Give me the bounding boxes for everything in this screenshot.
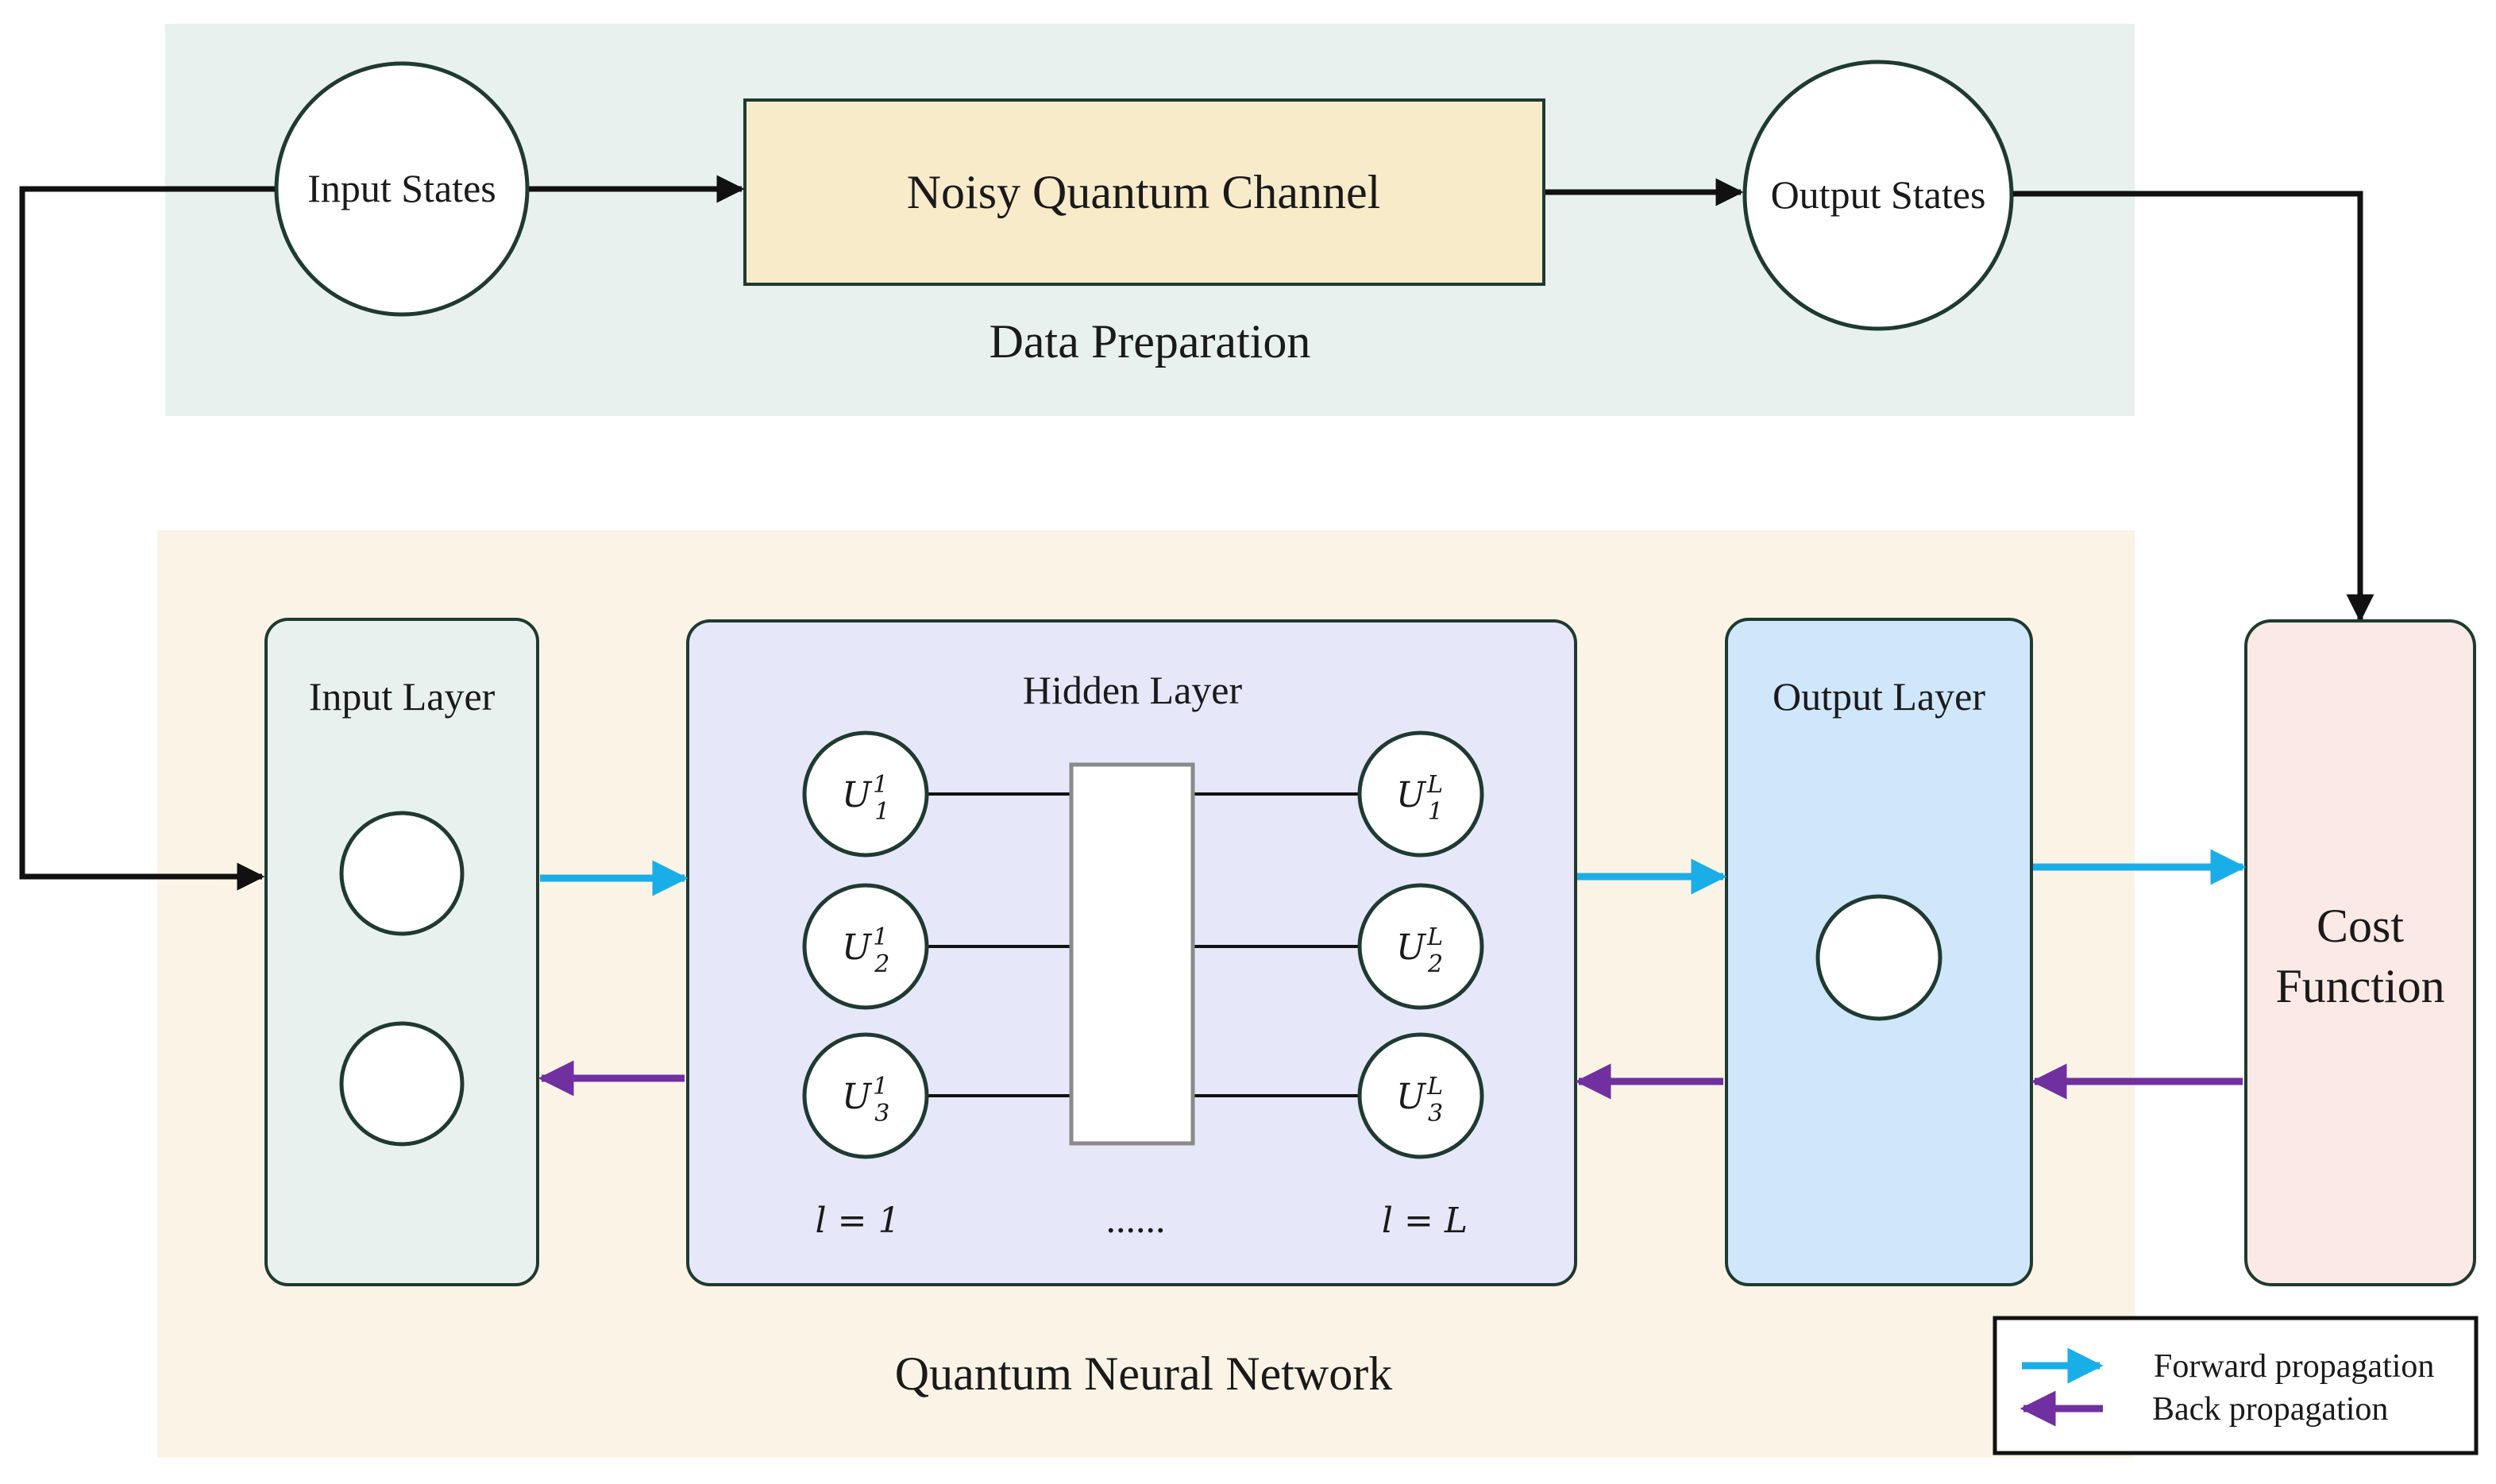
unitary-node — [1357, 883, 1484, 1010]
legend-back-label: Back propagation — [2152, 1391, 2388, 1428]
input-layer-box — [264, 618, 539, 1286]
cost-function-label-2: Function — [2275, 960, 2444, 1012]
layer-index-dots: ...... — [1106, 1197, 1166, 1241]
cost-function-box — [2244, 619, 2476, 1286]
unitary-node — [1357, 730, 1484, 858]
unitary-node — [802, 883, 929, 1010]
legend-box — [1993, 1316, 2479, 1455]
legend-forward-label: Forward propagation — [2154, 1348, 2434, 1385]
input-layer-title: Input Layer — [309, 674, 496, 719]
output-layer-title: Output Layer — [1773, 674, 1985, 719]
arrow-input-states-to-input-layer — [19, 186, 275, 891]
intermediate-layers-box — [1069, 762, 1195, 1146]
layer-index-last: l = L — [1382, 1201, 1468, 1241]
input-layer-neuron — [339, 1021, 465, 1147]
unitary-node — [1357, 1032, 1484, 1159]
cost-function-label-1: Cost — [2317, 900, 2404, 952]
output-states-node — [1742, 60, 2014, 331]
output-states-label: Output States — [1771, 172, 1986, 217]
qnn-title: Quantum Neural Network — [895, 1347, 1392, 1400]
input-layer-neuron — [339, 811, 465, 936]
output-layer-neuron — [1815, 894, 1942, 1021]
noisy-channel-label: Noisy Quantum Channel — [907, 166, 1381, 218]
layer-index-first: l = 1 — [816, 1201, 901, 1241]
input-states-label: Input States — [307, 166, 496, 210]
hidden-layer-title: Hidden Layer — [1023, 668, 1243, 712]
arrow-output-states-to-cost — [2013, 191, 2374, 623]
noisy-channel-box — [743, 98, 1545, 286]
unitary-node — [802, 1032, 929, 1159]
data-preparation-title: Data Preparation — [990, 315, 1311, 368]
input-states-node — [274, 61, 530, 317]
unitary-node — [802, 730, 929, 858]
